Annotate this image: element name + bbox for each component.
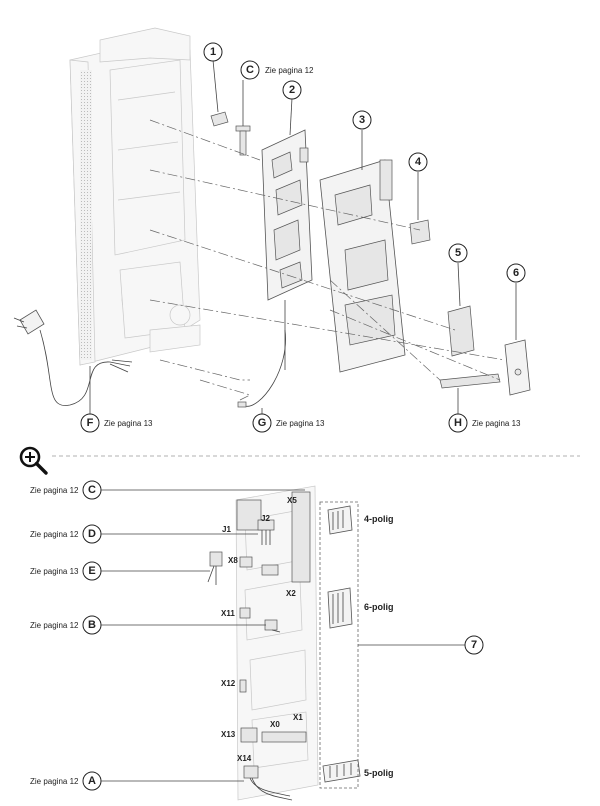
svg-text:E: E — [88, 565, 95, 577]
svg-text:Zie pagina 13: Zie pagina 13 — [104, 419, 153, 428]
svg-text:4: 4 — [415, 156, 422, 168]
label-x14: X14 — [237, 754, 252, 763]
pcb-detail — [235, 485, 319, 801]
plug-label-5: 5-polig — [364, 768, 394, 778]
svg-text:G: G — [258, 417, 267, 429]
callout-4: 4 — [408, 152, 428, 172]
power-cable — [13, 309, 133, 406]
callout-d: Zie pagina 12 D — [30, 524, 258, 544]
svg-text:B: B — [88, 619, 96, 631]
svg-text:Zie pagina 12: Zie pagina 12 — [30, 530, 79, 539]
svg-text:H: H — [454, 417, 462, 429]
plug-label-6: 6-polig — [364, 602, 394, 612]
label-x1: X1 — [293, 713, 303, 722]
svg-text:Zie pagina 13: Zie pagina 13 — [276, 419, 325, 428]
svg-text:C: C — [246, 64, 254, 76]
callout-1: 1 — [203, 42, 223, 62]
part-5-clip — [447, 262, 475, 357]
plug-5-polig — [322, 759, 361, 783]
callout-e: Zie pagina 13 E — [30, 561, 210, 581]
label-x13: X13 — [221, 730, 236, 739]
assembly-lines — [149, 119, 506, 401]
callout-f: F Zie pagina 13 — [80, 366, 153, 433]
wire-harnesses — [207, 519, 293, 801]
callout-7: 7 — [358, 635, 484, 655]
callout-3: 3 — [352, 110, 372, 130]
svg-text:5: 5 — [455, 247, 461, 259]
part-1-clip — [210, 59, 229, 127]
label-x2: X2 — [286, 589, 296, 598]
plug-4-polig — [327, 505, 353, 535]
part-2-pcb — [261, 97, 313, 370]
svg-text:C: C — [88, 484, 96, 496]
label-x8: X8 — [228, 556, 238, 565]
svg-text:F: F — [87, 417, 94, 429]
callout-c: Zie pagina 12 C — [30, 480, 305, 500]
part-6-plate — [504, 283, 531, 396]
label-x11: X11 — [221, 609, 235, 618]
label-x0: X0 — [270, 720, 280, 729]
svg-text:Zie pagina 12: Zie pagina 12 — [30, 621, 79, 630]
plug-group-box — [319, 501, 359, 789]
label-j1: J1 — [222, 525, 231, 534]
svg-text:1: 1 — [210, 46, 216, 58]
callout-h: H Zie pagina 13 — [448, 388, 521, 433]
svg-text:Zie pagina 12: Zie pagina 12 — [30, 486, 79, 495]
svg-text:Zie pagina 13: Zie pagina 13 — [472, 419, 521, 428]
ribbon-cable — [439, 373, 501, 389]
plug-6-polig — [327, 587, 353, 629]
label-j2: J2 — [261, 514, 270, 523]
svg-text:3: 3 — [359, 114, 365, 126]
callout-c-top: C Zie pagina 12 — [240, 60, 314, 80]
svg-text:Zie pagina 12: Zie pagina 12 — [30, 777, 79, 786]
appliance-housing — [69, 27, 201, 366]
part-3-frame — [319, 130, 406, 373]
sensor-cable — [237, 329, 286, 408]
zoom-in-icon — [19, 446, 48, 475]
svg-text:D: D — [88, 528, 96, 540]
callout-g: G Zie pagina 13 — [252, 408, 325, 433]
callout-a: Zie pagina 12 A — [30, 771, 244, 791]
callout-2: 2 — [282, 80, 302, 100]
label-x5: X5 — [287, 496, 297, 505]
callout-b: Zie pagina 12 B — [30, 615, 266, 635]
part-4-connector — [409, 172, 431, 245]
svg-text:2: 2 — [289, 84, 295, 96]
callout-5: 5 — [448, 243, 468, 263]
svg-text:A: A — [88, 775, 96, 787]
svg-text:6: 6 — [513, 267, 519, 279]
plug-label-4: 4-polig — [364, 514, 394, 524]
screw-part — [235, 80, 251, 156]
callout-6: 6 — [506, 263, 526, 283]
svg-text:Zie pagina 12: Zie pagina 12 — [265, 66, 314, 75]
svg-text:Zie pagina 13: Zie pagina 13 — [30, 567, 79, 576]
svg-text:7: 7 — [471, 639, 477, 651]
label-x12: X12 — [221, 679, 236, 688]
